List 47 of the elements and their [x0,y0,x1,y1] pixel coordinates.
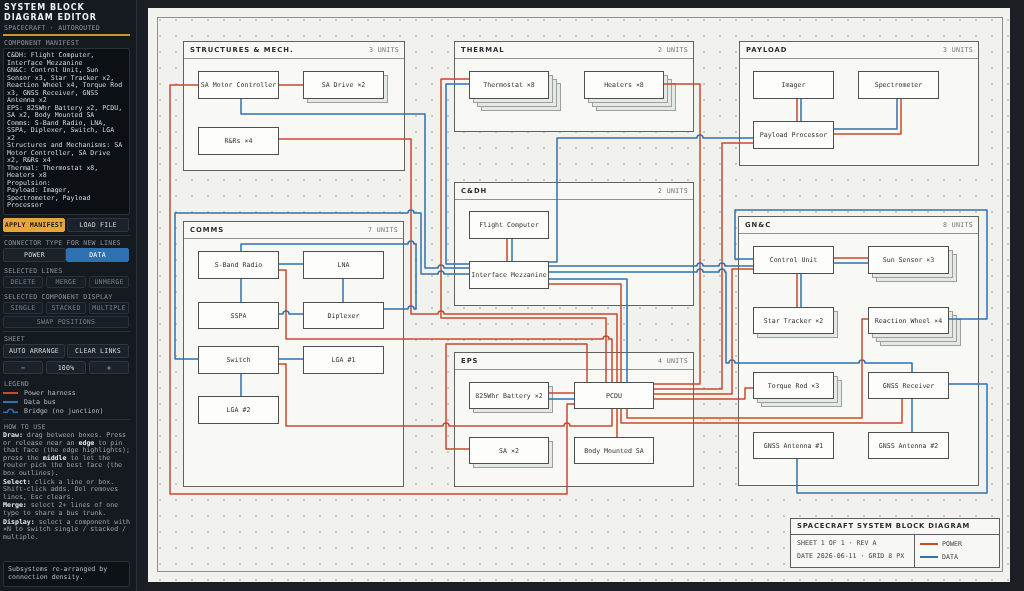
connector-line [240,240,417,310]
connector-line [548,398,575,400]
connector-line [796,273,798,308]
connector-line [240,278,242,303]
connector-line [548,392,575,394]
connector-line [833,262,869,264]
connector-line [278,310,304,315]
connector-line [548,268,913,373]
connector-line [653,268,754,395]
connector-line [653,387,754,400]
connector-line [342,278,344,303]
app-title: SYSTEM BLOCK DIAGRAM EDITOR [4,3,98,23]
connector-line [911,398,913,433]
connector-line [616,408,618,438]
connector-line [278,363,613,427]
connector-line [548,134,754,263]
connector-line [626,318,869,419]
connector-line [440,78,607,383]
subsystem-panel [739,41,979,166]
connector-line [278,138,618,383]
subsystem-panel [454,352,694,487]
subsystem-panel [183,41,405,171]
connector-line [620,398,903,424]
connector-line [800,273,802,308]
connector-line [169,84,575,495]
connector-line [800,98,802,122]
connector-line [511,238,513,262]
connector-line [653,142,754,390]
connector-line [796,383,988,494]
connector-line [445,343,588,450]
subsystem-panel [454,41,694,132]
connector-line [445,83,470,265]
connector-line [240,373,242,397]
connector-line [278,358,304,360]
subsystem-panel [183,221,404,487]
connector-line [278,263,304,265]
connector-line [278,84,304,86]
connector-line [506,238,508,262]
connector-line [278,269,613,383]
connector-line [653,83,701,385]
connector-line [174,209,470,360]
subsystem-panel [738,216,979,486]
subsystem-panel [454,182,694,306]
connector-line [833,257,869,259]
connector-line [796,98,798,122]
connector-line [548,262,754,267]
connector-line [734,209,988,320]
